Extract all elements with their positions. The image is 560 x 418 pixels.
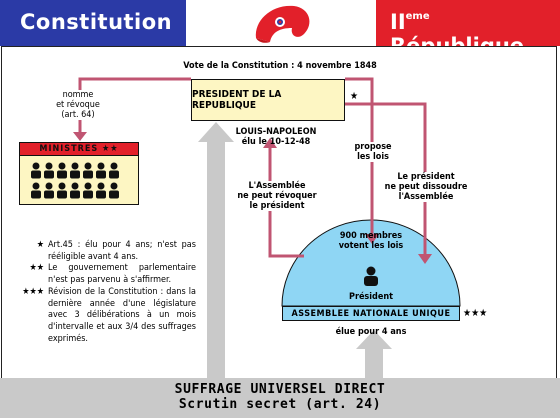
assemblee-president-label: Président [349, 292, 393, 302]
note-text: Révision de la Constitution : dans la de… [48, 286, 196, 344]
ministres-box [19, 156, 139, 205]
assemblee-label: ASSEMBLEE NATIONALE UNIQUE [282, 306, 460, 321]
note-item: ★★★ Révision de la Constitution : dans l… [10, 287, 196, 346]
arrowhead-propose [365, 234, 379, 244]
ministers-people-icon [31, 162, 119, 199]
arrowhead-ministres [73, 132, 87, 141]
assemblee-members: 900 membres [339, 231, 403, 241]
vote-label: Vote de la Constitution : 4 novembre 184… [183, 61, 377, 71]
label-ne-peut-dissoudre: Le président ne peut dissoudre l'Assembl… [384, 172, 468, 202]
note-text: Art.45 : élu pour 4 ans; n'est pas rééli… [48, 240, 196, 262]
arrowhead-dissoudre [418, 254, 432, 264]
suffrage-line-1: SUFFRAGE UNIVERSEL DIRECT [174, 382, 386, 397]
president-stars: ★ [349, 91, 359, 102]
line-dissoudre [345, 102, 427, 256]
assemblee-stars: ★★★ [463, 308, 488, 319]
label-propose-lois: propose les lois [352, 142, 394, 162]
arrow-suffrage-president [198, 122, 234, 378]
ministres-stars: ★★ [102, 144, 119, 154]
phrygian-cap-icon [255, 5, 310, 43]
note-stars: ★★ [29, 263, 44, 274]
note-stars: ★★★ [22, 286, 44, 297]
note-item: ★ Art.45 : élu pour 4 ans; n'est pas réé… [10, 240, 196, 263]
label-nomme-revoque: nomme et révoque (art. 64) [38, 90, 118, 120]
president-elected: élu le 10-12-48 [241, 137, 311, 147]
note-text: Le gouvernement parlementaire n'est pas … [48, 263, 196, 286]
assemblee-president-icon [364, 266, 378, 286]
ministres-header: MINISTRES ★★ [19, 142, 139, 156]
header-title-left: Constitution [20, 10, 173, 34]
assemblee-elected: élue pour 4 ans [335, 327, 407, 337]
assemblee-dome [281, 219, 461, 307]
suffrage-band [0, 378, 560, 418]
header-red-band [376, 0, 560, 46]
assemblee-votes: votent les lois [338, 241, 404, 251]
president-name: LOUIS-NAPOLEON [235, 127, 317, 137]
line-propose-lois [345, 77, 374, 236]
arrowhead-revoquer [263, 138, 277, 148]
header-blue-band [0, 0, 186, 46]
notes-block: ★ Art.45 : élu pour 4 ans; n'est pas réé… [10, 240, 196, 345]
president-box: PRESIDENT DE LA REPUBLIQUE [191, 79, 345, 121]
note-stars: ★ [36, 240, 44, 250]
suffrage-line-2: Scrutin secret (art. 24) [178, 397, 382, 412]
label-ne-peut-revoquer: L'Assemblée ne peut révoquer le présiden… [232, 181, 322, 211]
note-item: ★★ Le gouvernement parlementaire n'est p… [10, 263, 196, 286]
arrow-suffrage-assemblee [356, 330, 392, 378]
suffrage-text: SUFFRAGE UNIVERSEL DIRECT Scrutin secret… [0, 382, 560, 412]
